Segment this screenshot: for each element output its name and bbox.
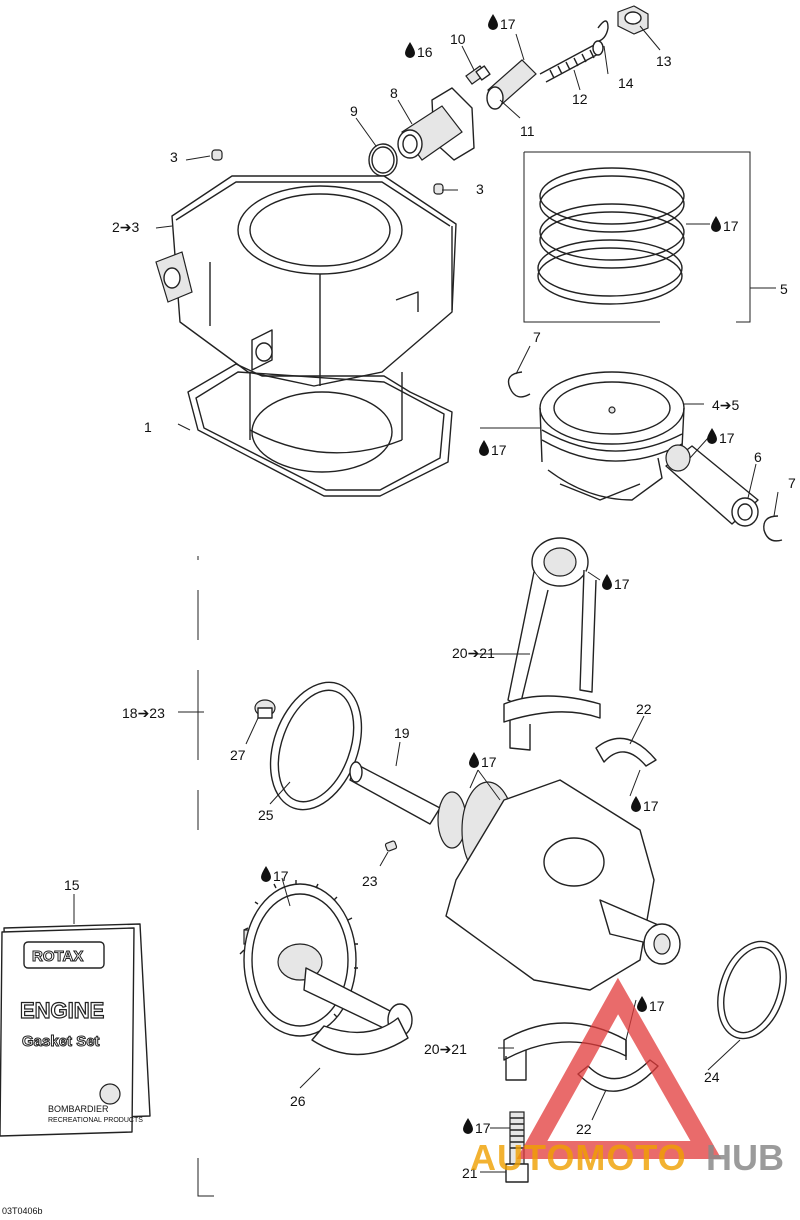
lube-mark-17-bolt: 17 xyxy=(463,1118,491,1136)
lube-mark-17-rings: 17 xyxy=(711,216,739,234)
oil-drop-icon xyxy=(637,996,647,1012)
part-crankshaft-19 xyxy=(349,761,681,991)
oil-drop-icon xyxy=(479,440,489,456)
callout-20-to-21a: 20➔21 xyxy=(452,645,495,661)
svg-text:17: 17 xyxy=(649,998,665,1014)
oil-drop-icon xyxy=(463,1118,473,1134)
svg-text:17: 17 xyxy=(481,754,497,770)
part-gasket-1 xyxy=(187,363,453,497)
oil-drop-icon xyxy=(631,796,641,812)
part-balancer-26 xyxy=(239,880,413,1056)
figure-code: 03T0406b xyxy=(2,1206,43,1216)
callout-22b: 22 xyxy=(576,1121,592,1137)
svg-text:17: 17 xyxy=(723,218,739,234)
svg-text:17: 17 xyxy=(643,798,659,814)
callout-27: 27 xyxy=(230,747,246,763)
callout-3b: 3 xyxy=(476,181,484,197)
callout-23: 23 xyxy=(362,873,378,889)
callout-5: 5 xyxy=(780,281,788,297)
lube-mark-17-cap: 17 xyxy=(637,996,665,1014)
callout-9: 9 xyxy=(350,103,358,119)
part-bolt-21 xyxy=(505,1111,529,1183)
callout-3a: 3 xyxy=(170,149,178,165)
svg-text:17: 17 xyxy=(475,1120,491,1136)
svg-text:17: 17 xyxy=(500,16,516,32)
callout-18-to-23: 18➔23 xyxy=(122,705,165,721)
lube-mark-17-balancer: 17 xyxy=(261,866,289,884)
svg-text:16: 16 xyxy=(417,44,433,60)
callout-21: 21 xyxy=(462,1165,478,1181)
oil-drop-icon xyxy=(711,216,721,232)
part-bearing-22b xyxy=(577,1059,659,1092)
callout-24: 24 xyxy=(704,1069,720,1085)
lube-mark-17-top: 17 xyxy=(488,14,516,32)
part-nut-13 xyxy=(617,5,649,35)
part-spring-12 xyxy=(539,40,604,83)
part-washer-25 xyxy=(269,681,363,811)
callout-12: 12 xyxy=(572,91,588,107)
watermark-text-a: AUTOMOTO xyxy=(470,1137,687,1178)
part-dowel-3a xyxy=(211,149,223,161)
svg-text:17: 17 xyxy=(614,576,630,592)
part-gasket-booklet-15 xyxy=(0,923,151,1137)
part-circlip-7a xyxy=(507,371,531,398)
svg-text:17: 17 xyxy=(491,442,507,458)
lube-mark-17-crank: 17 xyxy=(469,752,497,770)
lube-mark-16: 16 xyxy=(405,42,433,60)
callout-20-to-21b: 20➔21 xyxy=(424,1041,467,1057)
callout-14: 14 xyxy=(618,75,634,91)
booklet-maker-2: RECREATIONAL PRODUCTS xyxy=(48,1117,143,1124)
callout-6: 6 xyxy=(754,449,762,465)
callout-8: 8 xyxy=(390,85,398,101)
oil-drop-icon xyxy=(488,14,498,30)
part-bearing-22 xyxy=(595,737,657,767)
callout-2-to-3: 2➔3 xyxy=(112,219,140,235)
oil-drop-icon xyxy=(602,574,612,590)
part-oring-9 xyxy=(368,143,398,177)
callout-10: 10 xyxy=(450,31,466,47)
watermark-logo: AUTOMOTO HUB xyxy=(470,977,784,1178)
callout-25: 25 xyxy=(258,807,274,823)
oil-drop-icon xyxy=(707,428,717,444)
oil-drop-icon xyxy=(405,42,415,58)
callout-22a: 22 xyxy=(636,701,652,717)
booklet-brand: ROTAX xyxy=(32,948,83,965)
lube-mark-17-bearing: 17 xyxy=(631,796,659,814)
callout-19: 19 xyxy=(394,725,410,741)
part-piston-4 xyxy=(539,371,685,501)
watermark-text-b: HUB xyxy=(706,1137,784,1178)
part-dowel-3b xyxy=(433,183,444,195)
callout-13: 13 xyxy=(656,53,672,69)
part-washer-24 xyxy=(717,940,787,1040)
part-key-23 xyxy=(384,840,398,852)
callout-11: 11 xyxy=(520,123,535,139)
lube-mark-17-pin: 17 xyxy=(707,428,735,446)
booklet-maker-1: BOMBARDIER xyxy=(48,1104,109,1114)
callout-4-to-5: 4➔5 xyxy=(712,397,740,413)
part-plug-27 xyxy=(254,699,276,719)
part-ring-set-5 xyxy=(523,151,776,323)
callout-7a: 7 xyxy=(533,329,541,345)
part-conrod-20 xyxy=(503,537,601,751)
svg-text:17: 17 xyxy=(719,430,735,446)
svg-text:17: 17 xyxy=(273,868,289,884)
lube-mark-17-piston: 17 xyxy=(479,440,507,458)
part-housing-8 xyxy=(397,87,475,161)
callout-7b: 7 xyxy=(788,475,796,491)
booklet-title-2: Gasket Set xyxy=(22,1033,100,1050)
part-circlip-7b xyxy=(763,515,783,542)
part-clip-14 xyxy=(595,20,609,43)
booklet-title-1: ENGINE xyxy=(20,998,104,1023)
callout-15: 15 xyxy=(64,877,80,893)
part-pin-6 xyxy=(665,444,759,527)
part-cylinder-2 xyxy=(155,175,457,454)
callout-1: 1 xyxy=(144,419,152,435)
part-tensioner-11 xyxy=(486,59,537,110)
lube-mark-17-rod: 17 xyxy=(602,574,630,592)
oil-drop-icon xyxy=(261,866,271,882)
callout-26: 26 xyxy=(290,1093,306,1109)
oil-drop-icon xyxy=(469,752,479,768)
part-bolt-10 xyxy=(465,65,491,85)
